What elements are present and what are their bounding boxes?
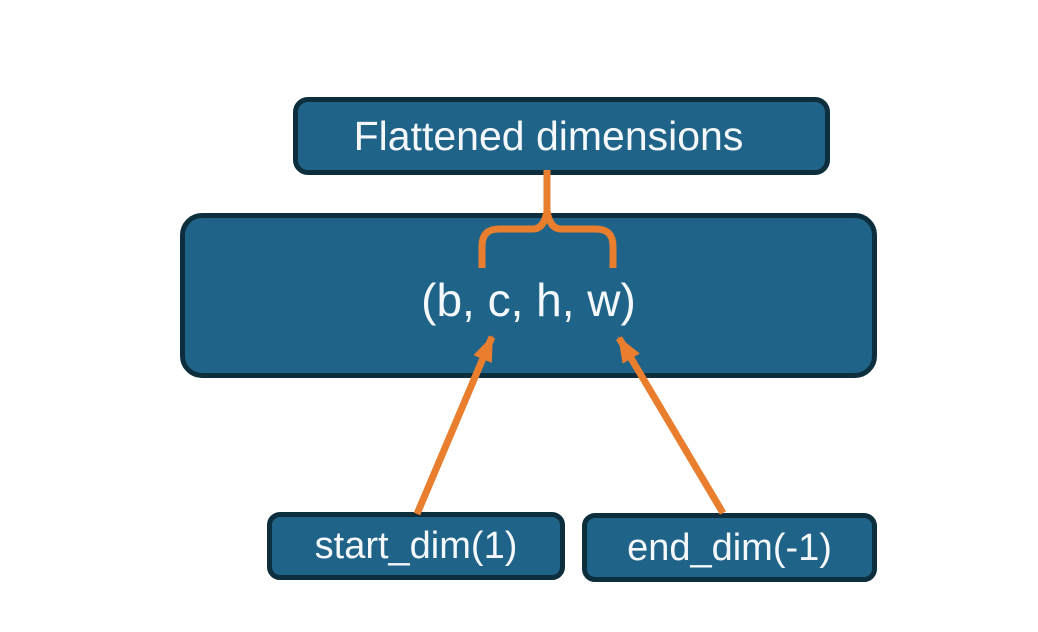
node-end-dim-label: end_dim(-1): [627, 526, 832, 569]
node-tensor-shape: (b, c, h, w): [180, 213, 877, 378]
node-flattened-dimensions: Flattened dimensions: [293, 97, 830, 175]
node-start-dim: start_dim(1): [267, 512, 565, 580]
node-flattened-dimensions-label: Flattened dimensions: [353, 112, 744, 159]
node-start-dim-label: start_dim(1): [314, 525, 518, 567]
node-end-dim: end_dim(-1): [582, 513, 877, 582]
node-tensor-shape-label: (b, c, h, w): [421, 273, 636, 326]
